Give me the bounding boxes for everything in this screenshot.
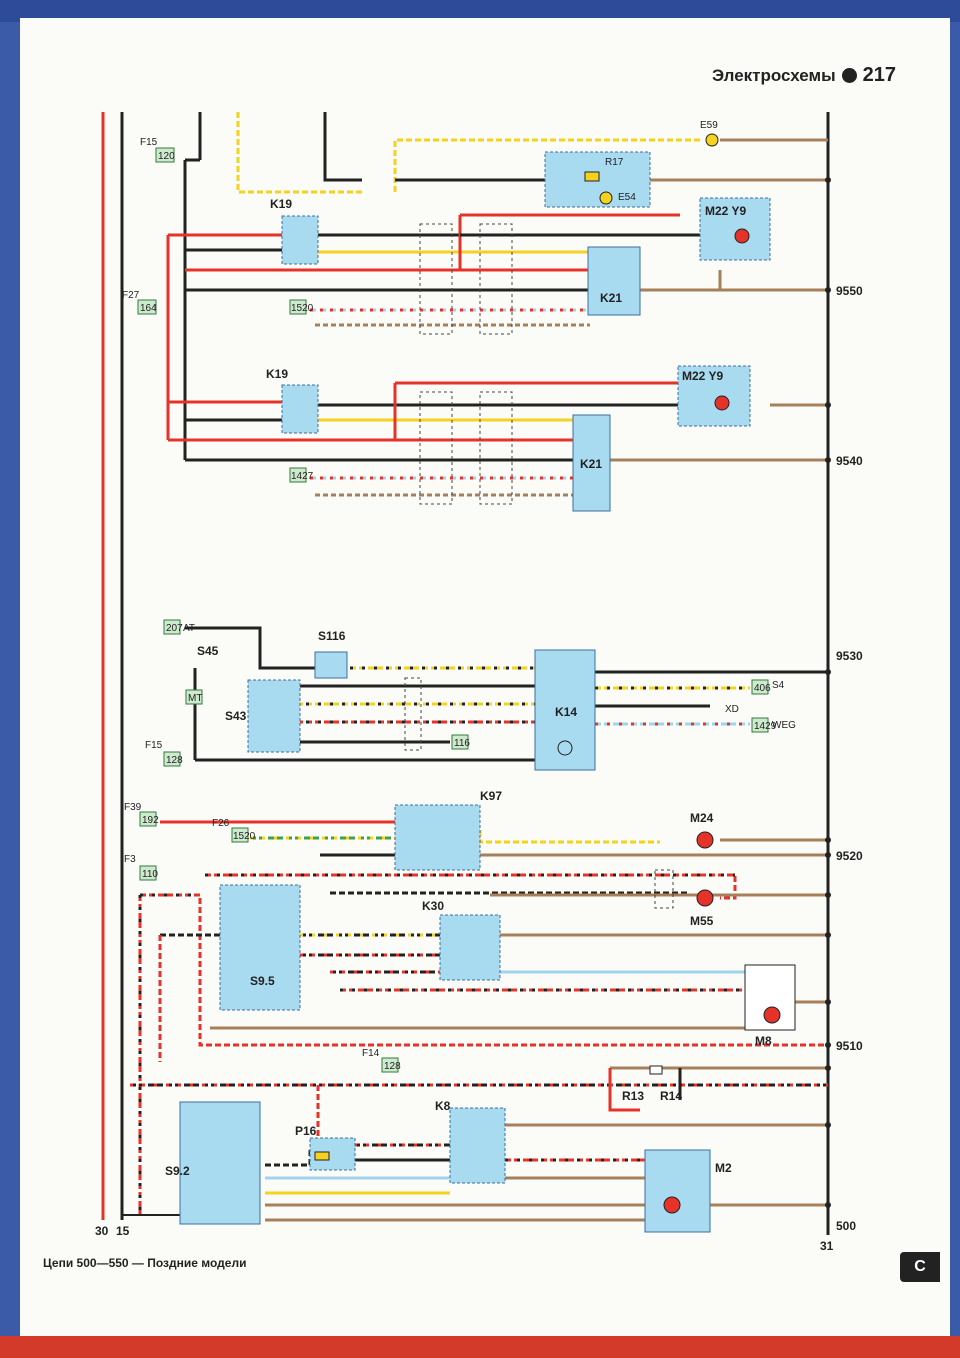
label-s116: S116	[318, 629, 346, 643]
k21-module-lower	[572, 414, 611, 512]
label-m22-upper: M22 Y9	[705, 204, 746, 218]
bottom-edge-band	[0, 1336, 960, 1358]
box-192: 192	[142, 815, 159, 826]
label-f15-mid: F15	[145, 740, 163, 751]
label-m8: M8	[755, 1034, 772, 1048]
label-f15-top: F15	[140, 137, 158, 148]
label-k97: K97	[480, 789, 502, 803]
section-9530	[185, 626, 828, 771]
box-128-low: 128	[384, 1061, 401, 1072]
box-1427: 1427	[291, 471, 314, 482]
label-k14: K14	[555, 705, 577, 719]
label-at: AT	[183, 623, 195, 634]
k30-relay	[439, 914, 501, 981]
label-f26: F26	[212, 818, 230, 829]
fuse-boxes	[137, 147, 769, 1073]
s116-switch	[314, 651, 348, 679]
label-m55: M55	[690, 914, 714, 928]
s92-switch	[179, 1101, 261, 1225]
box-120: 120	[158, 151, 175, 162]
label-weg: WEG	[772, 720, 796, 731]
label-r13: R13	[622, 1089, 644, 1103]
section-tab: C	[900, 1252, 940, 1282]
box-mt: MT	[188, 693, 202, 704]
label-f39: F39	[124, 802, 142, 813]
m2-wiper-motor	[644, 1149, 711, 1233]
label-s45: S45	[197, 644, 219, 658]
rail-labels: 30 15 31	[95, 1224, 834, 1253]
label-s92: S9.2	[165, 1164, 190, 1178]
label-f14: F14	[362, 1048, 380, 1059]
box-110: 110	[142, 869, 158, 880]
k8-relay	[449, 1107, 506, 1184]
m22-actuator-upper	[699, 197, 771, 261]
box-207: 207	[166, 623, 183, 634]
label-s4: S4	[772, 680, 785, 691]
box-128-mid: 128	[166, 755, 183, 766]
k97-relay	[394, 804, 481, 871]
section-9550	[166, 133, 828, 440]
s43-switch	[247, 679, 301, 753]
label-k30: K30	[422, 899, 444, 913]
label-k8: K8	[435, 1099, 451, 1113]
page-number: 217	[862, 64, 896, 86]
ground-terminals	[825, 177, 831, 1208]
s95-switch	[219, 884, 301, 1011]
label-f3: F3	[124, 854, 136, 865]
page-header: Электросхемы 217	[712, 64, 896, 87]
m22-actuator-lower	[677, 365, 751, 427]
label-k21-upper: K21	[600, 291, 622, 305]
section-500	[122, 1065, 828, 1233]
label-m2: M2	[715, 1161, 732, 1175]
k14-module	[534, 649, 596, 771]
header-dot-icon	[841, 68, 857, 83]
circuit-9530: 9530	[836, 649, 863, 663]
circuit-numbers: 9550 9540 9530 9520 9510 500	[836, 284, 863, 1233]
label-p16: P16	[295, 1124, 317, 1138]
header-title: Электросхемы	[711, 65, 836, 85]
label-r14: R14	[660, 1089, 682, 1103]
k21-module-upper	[587, 246, 641, 316]
label-s95: S9.5	[250, 974, 275, 988]
label-k21-lower: K21	[580, 457, 602, 471]
label-m22-lower: M22 Y9	[682, 369, 723, 383]
k19-relay-lower	[281, 384, 319, 434]
box-116: 116	[454, 738, 470, 749]
fuse-labels: F15 120 F27 164 1520 1427 207 AT MT F15 …	[122, 137, 796, 1072]
label-e54: E54	[618, 192, 636, 203]
section-9520	[160, 804, 828, 909]
label-e59: E59	[700, 120, 718, 131]
circuit-9510: 9510	[836, 1039, 863, 1053]
section-9540	[168, 365, 828, 512]
rail-label-31: 31	[820, 1239, 834, 1253]
label-k19-upper: K19	[270, 197, 292, 211]
box-406: 406	[754, 683, 771, 694]
box-1520-upper: 1520	[291, 303, 314, 314]
circuit-9520: 9520	[836, 849, 863, 863]
label-s43: S43	[225, 709, 247, 723]
box-1429: 1429	[754, 721, 777, 732]
section-9510	[138, 884, 828, 1215]
circuit-9550: 9550	[836, 284, 863, 298]
label-f27: F27	[122, 290, 140, 301]
circuit-9540: 9540	[836, 454, 863, 468]
label-r17: R17	[605, 157, 624, 168]
page-footer-caption: Цепи 500—550 — Поздние модели	[43, 1256, 247, 1270]
label-k19-lower: K19	[266, 367, 288, 381]
circuit-500: 500	[836, 1219, 856, 1233]
k19-relay-upper	[281, 215, 319, 265]
label-xd: XD	[725, 704, 739, 715]
top-edge-band	[0, 0, 960, 22]
label-m24: M24	[690, 811, 714, 825]
box-1520-lower: 1520	[233, 831, 256, 842]
box-164: 164	[140, 303, 157, 314]
rail-label-15: 15	[116, 1224, 130, 1238]
component-labels: K19 K21 M22 Y9 R17 E54 E59 K19 K21 M22 Y…	[165, 120, 772, 1178]
rail-label-30: 30	[95, 1224, 109, 1238]
